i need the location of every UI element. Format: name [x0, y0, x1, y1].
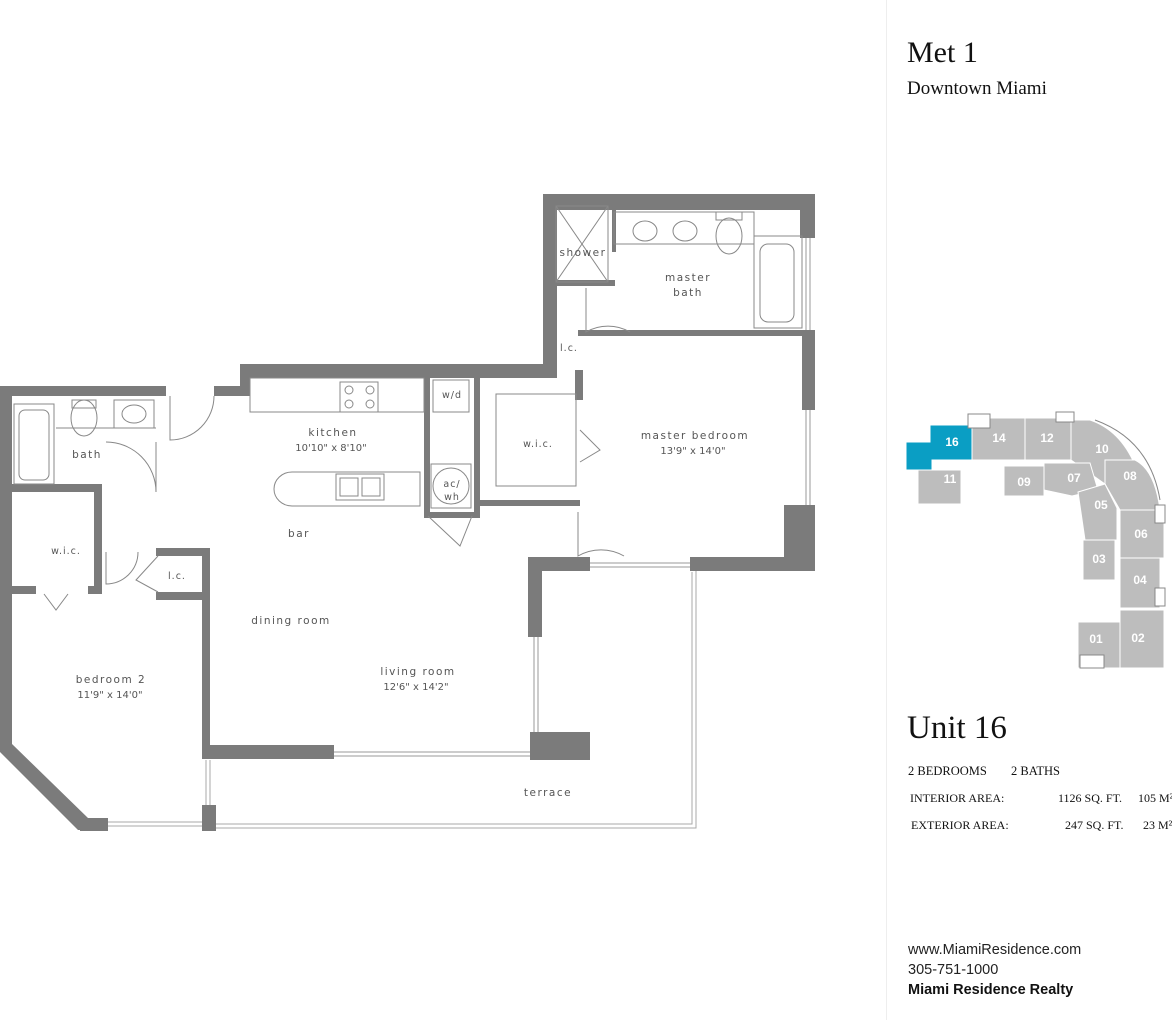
wic-bed2-label: w.i.c.	[51, 546, 81, 557]
master-bath-label-1: master	[665, 272, 711, 284]
svg-text:06: 06	[1134, 527, 1148, 541]
interior-area-label: INTERIOR AREA:	[910, 791, 1005, 805]
windows	[334, 238, 811, 757]
website-link[interactable]: www.MiamiResidence.com	[908, 942, 1082, 958]
interior-area-sqft: 1126 SQ. FT.	[1058, 791, 1123, 805]
svg-text:16: 16	[945, 435, 959, 449]
kitchen-label: kitchen	[308, 427, 357, 439]
unit-16	[905, 424, 973, 471]
fixtures	[13, 205, 803, 611]
svg-text:04: 04	[1133, 573, 1147, 587]
living-room-dim: 12'6" x 14'2"	[383, 682, 448, 693]
dining-room-label: dining room	[251, 615, 330, 627]
exterior-area-label: EXTERIOR AREA:	[911, 818, 1009, 832]
master-bedroom-dim: 13'9" x 14'0"	[660, 446, 725, 457]
master-bath-label-2: bath	[673, 287, 703, 299]
walls	[0, 194, 815, 831]
living-room-label: living room	[380, 666, 455, 678]
phone-number[interactable]: 305-751-1000	[908, 962, 999, 978]
baths-count: 2 BATHS	[1011, 764, 1060, 778]
floor-plan: shower master bath l.c. master bedroom 1…	[0, 194, 815, 831]
lc-top-label: l.c.	[560, 343, 578, 354]
bar-label: bar	[288, 528, 310, 540]
svg-text:14: 14	[992, 431, 1006, 445]
master-bedroom-label: master bedroom	[641, 430, 749, 442]
kitchen-dim: 10'10" x 8'10"	[295, 443, 367, 454]
svg-text:02: 02	[1131, 631, 1145, 645]
svg-text:12: 12	[1040, 431, 1054, 445]
key-plan: 16 14 12 10 08 11 09 07 05 06 03 04 01 0…	[905, 411, 1166, 669]
acwh-label-1: ac/	[443, 479, 460, 490]
svg-text:03: 03	[1092, 552, 1106, 566]
unit-title: Unit 16	[907, 710, 1007, 746]
shower-label: shower	[560, 247, 607, 259]
acwh-label-2: wh	[444, 492, 460, 503]
svg-text:09: 09	[1017, 475, 1031, 489]
svg-text:08: 08	[1123, 469, 1137, 483]
terrace-label: terrace	[524, 787, 572, 799]
interior-area-m2: 105 M²	[1138, 791, 1172, 805]
svg-text:11: 11	[944, 472, 957, 486]
building-title: Met 1	[907, 36, 978, 69]
unit-04	[1119, 557, 1161, 609]
bath-label: bath	[72, 449, 102, 461]
unit-02	[1119, 609, 1165, 669]
bedrooms-count: 2 BEDROOMS	[908, 764, 987, 778]
exterior-area-m2: 23 M²	[1143, 818, 1172, 832]
svg-text:10: 10	[1095, 442, 1109, 456]
svg-text:07: 07	[1067, 471, 1081, 485]
terrace-outline	[108, 568, 697, 829]
bedroom2-label: bedroom 2	[76, 674, 146, 686]
unit-03	[1082, 539, 1116, 581]
room-labels: shower master bath l.c. master bedroom 1…	[51, 247, 749, 799]
company-name: Miami Residence Realty	[908, 982, 1074, 998]
svg-text:01: 01	[1089, 632, 1103, 646]
wic-master-label: w.i.c.	[523, 439, 553, 450]
bedroom2-dim: 11'9" x 14'0"	[77, 690, 142, 701]
unit-11	[917, 469, 962, 505]
lc-bottom-label: l.c.	[168, 571, 186, 582]
exterior-area-sqft: 247 SQ. FT.	[1065, 818, 1124, 832]
svg-text:05: 05	[1094, 498, 1108, 512]
info-panel: Met 1 Downtown Miami 16 14	[886, 0, 1172, 1020]
location-subtitle: Downtown Miami	[907, 78, 1047, 99]
wd-label: w/d	[442, 390, 462, 401]
unit-05	[1077, 483, 1118, 541]
